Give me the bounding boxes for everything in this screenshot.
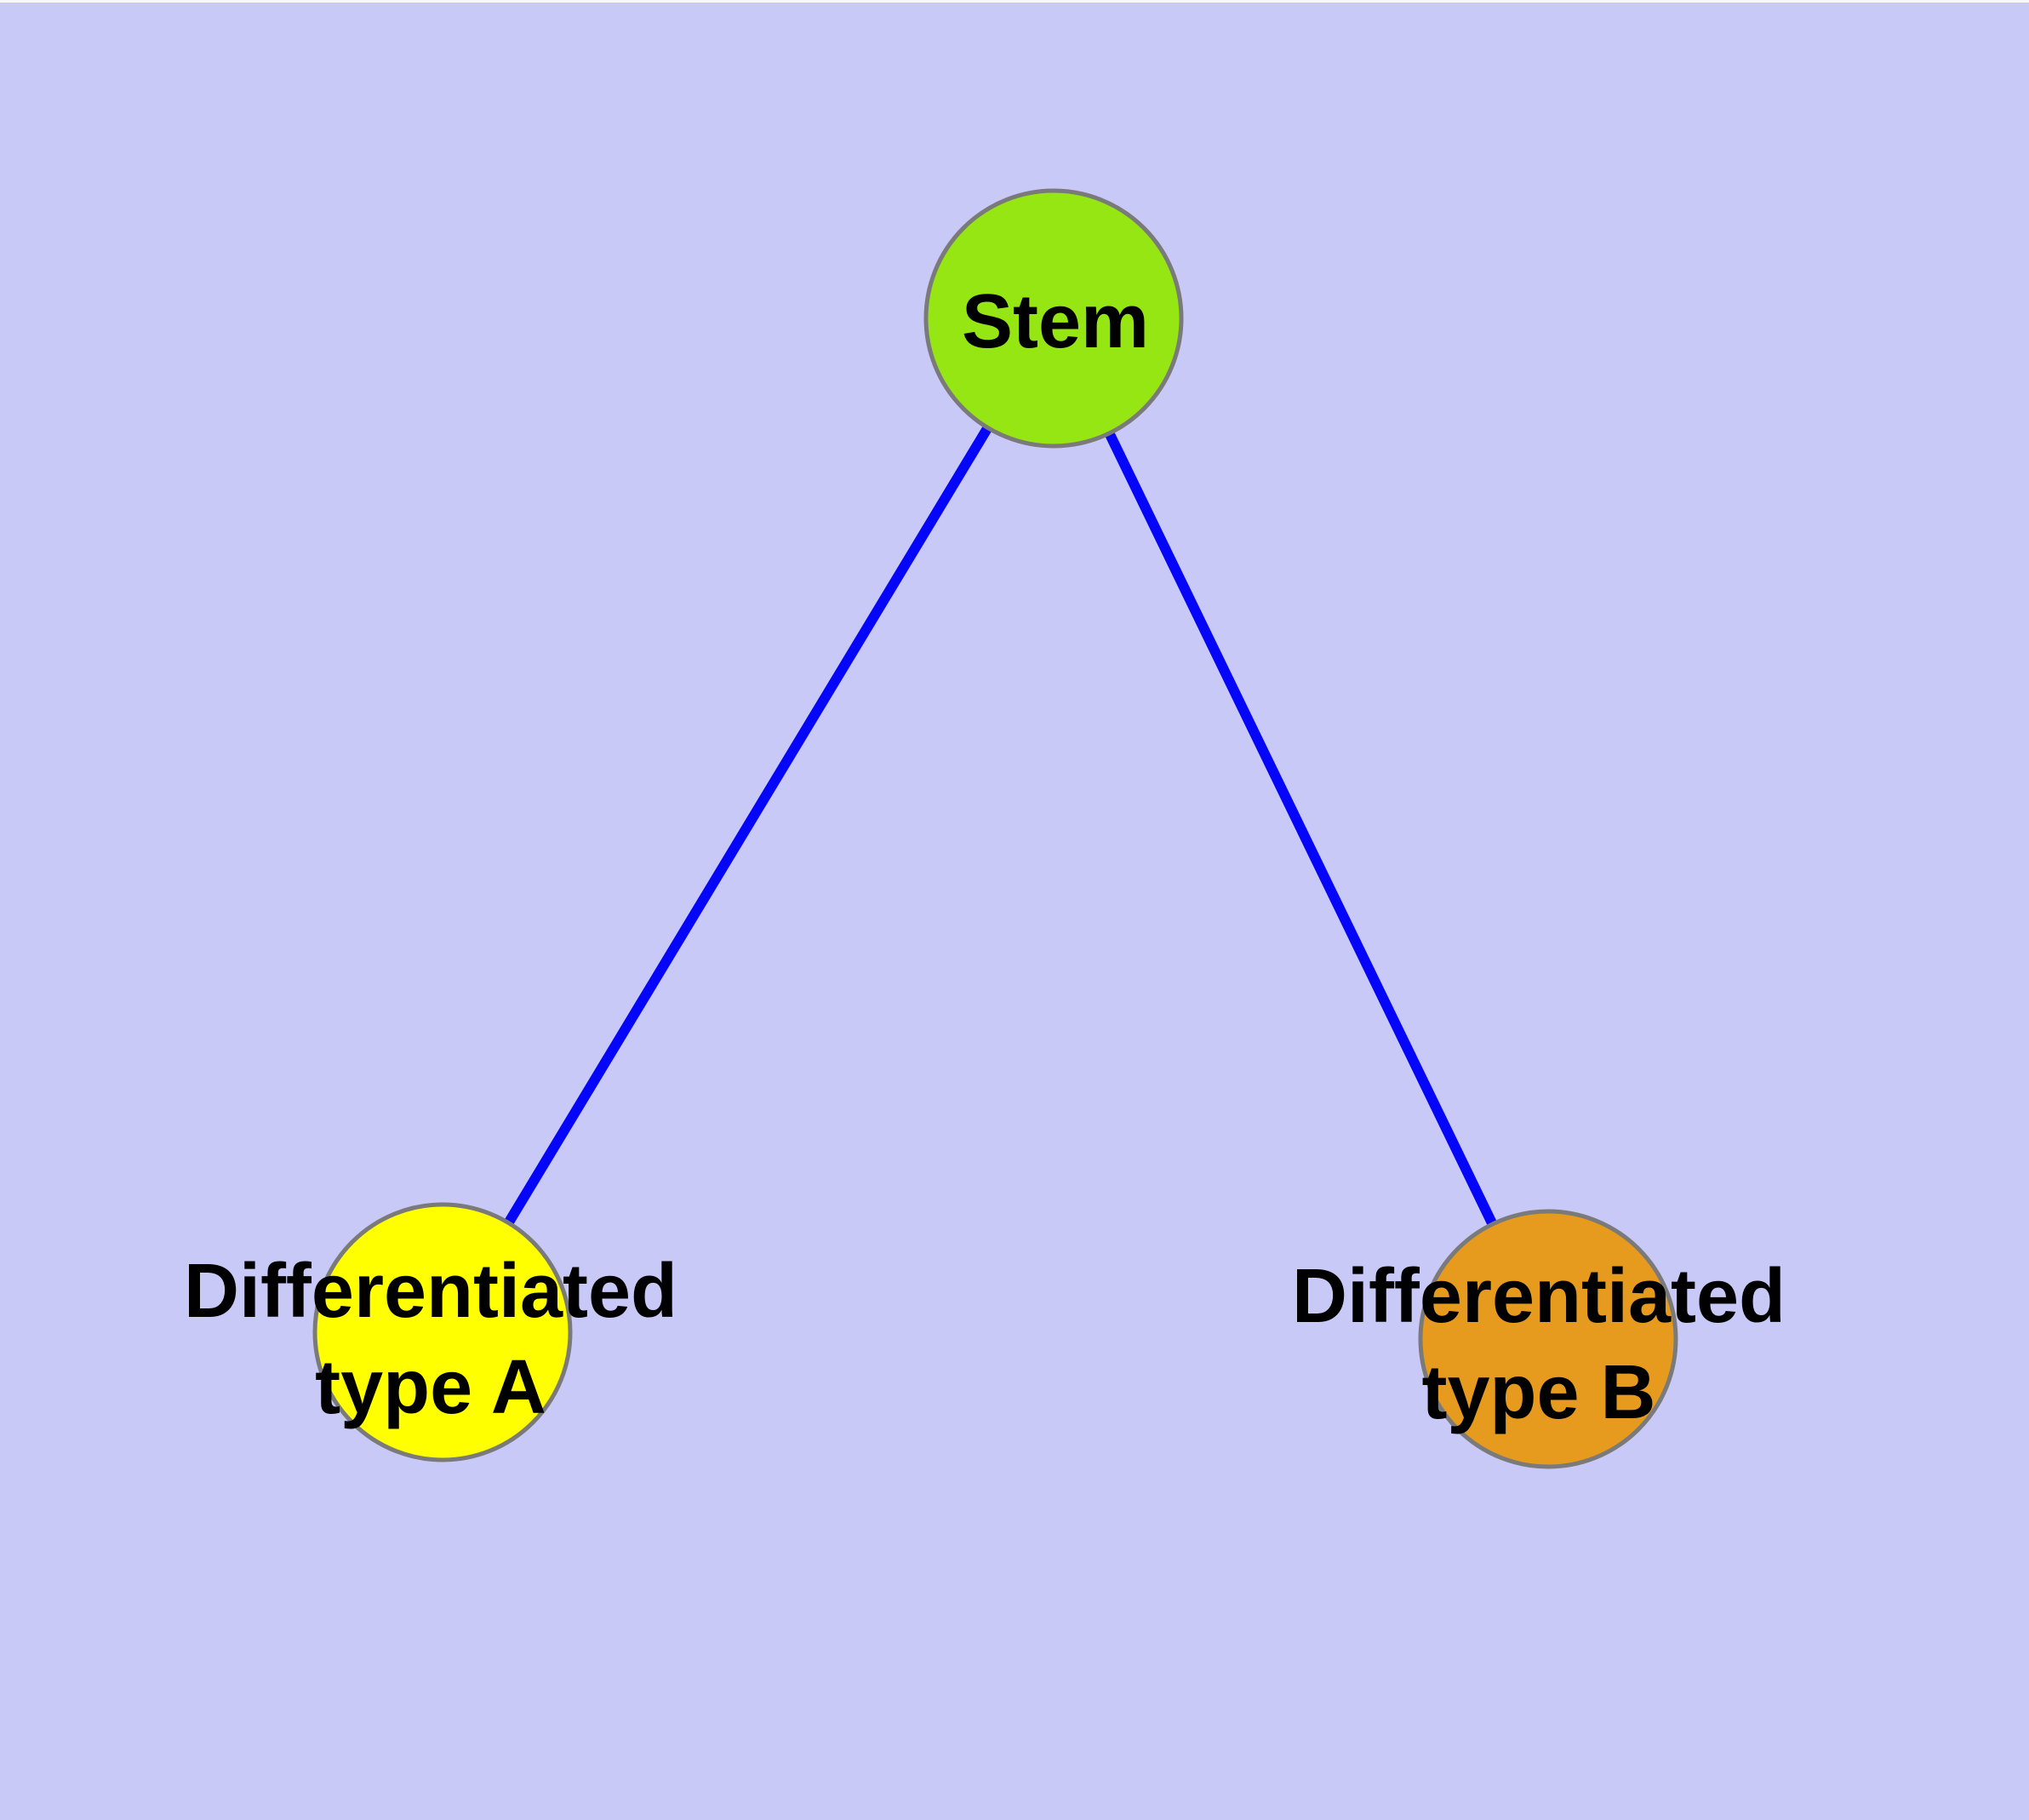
node-type-b-label-line2: type B [1421, 1350, 1655, 1435]
node-stem-label: Stem [962, 279, 1149, 364]
edge-stem-to-type-a [437, 315, 1059, 1336]
edge-stem-to-type-b [1049, 316, 1553, 1342]
node-type-a-label-line2: type A [315, 1345, 546, 1430]
top-border-strip [0, 0, 2029, 3]
node-type-a-label-line1: Differentiated [184, 1249, 677, 1334]
node-type-b-label-line1: Differentiated [1292, 1254, 1786, 1339]
node-differentiated-type-a[interactable] [312, 1202, 573, 1462]
node-stem[interactable] [923, 188, 1184, 449]
node-differentiated-type-b[interactable] [1418, 1209, 1678, 1469]
